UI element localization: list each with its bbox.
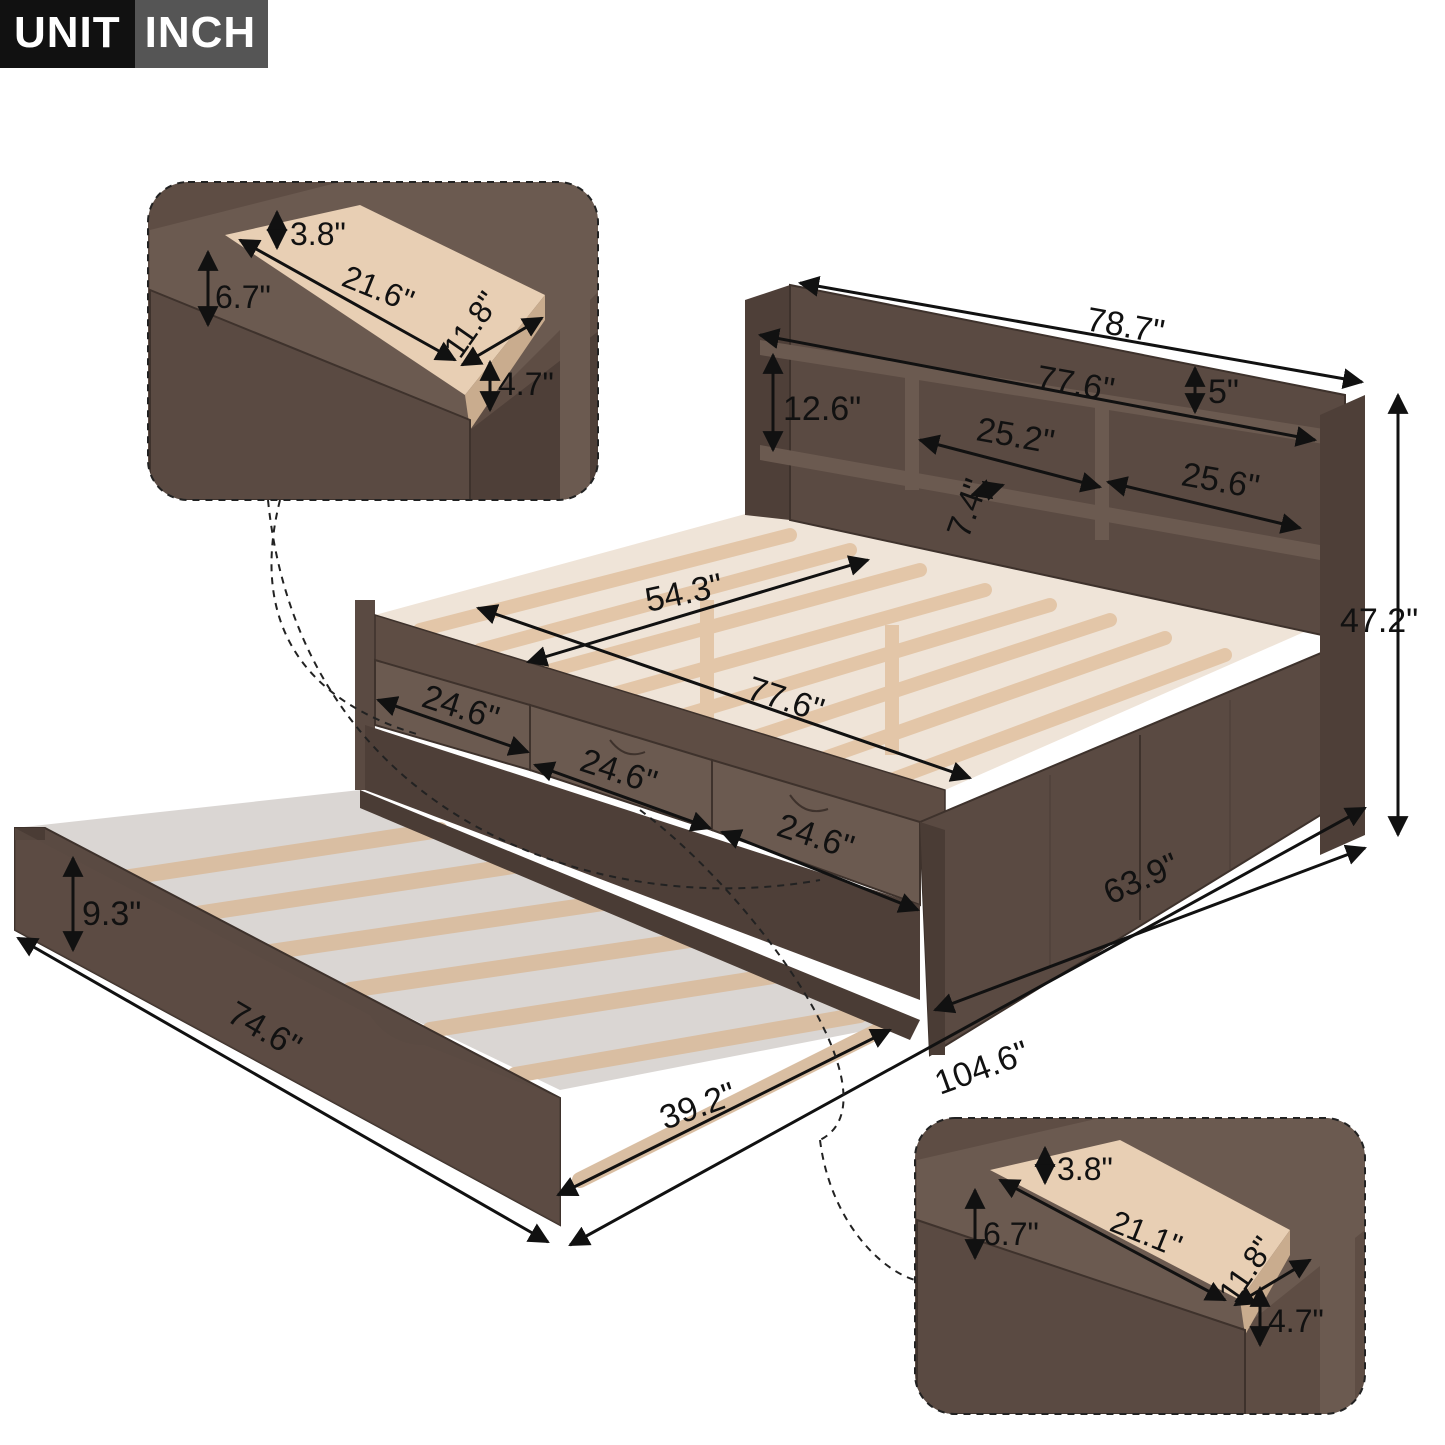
label-bottom-inner-height: 4.7" [1268,1303,1324,1339]
label-shelf-height: 12.6" [783,390,861,428]
label-bottom-height: 6.7" [983,1216,1039,1252]
leader-lines [267,499,916,1281]
dimension-arrows [16,275,1409,1247]
label-trundle-height: 9.3" [82,895,141,933]
label-bottom-depth: 3.8" [1057,1151,1113,1187]
inset-top [147,181,599,501]
inset-bottom [914,1117,1366,1415]
label-top-inner-height: 4.7" [498,366,554,402]
label-top-depth: 3.8" [290,216,346,252]
unit-label: UNIT [0,0,135,68]
label-top-height: 6.7" [215,279,271,315]
unit-badge: UNIT INCH [0,0,269,68]
unit-value: INCH [134,0,269,68]
label-headboard-width: 78.7" [1084,300,1168,351]
label-shelf-gap: 5" [1208,373,1239,411]
label-total-height: 47.2" [1340,602,1418,640]
